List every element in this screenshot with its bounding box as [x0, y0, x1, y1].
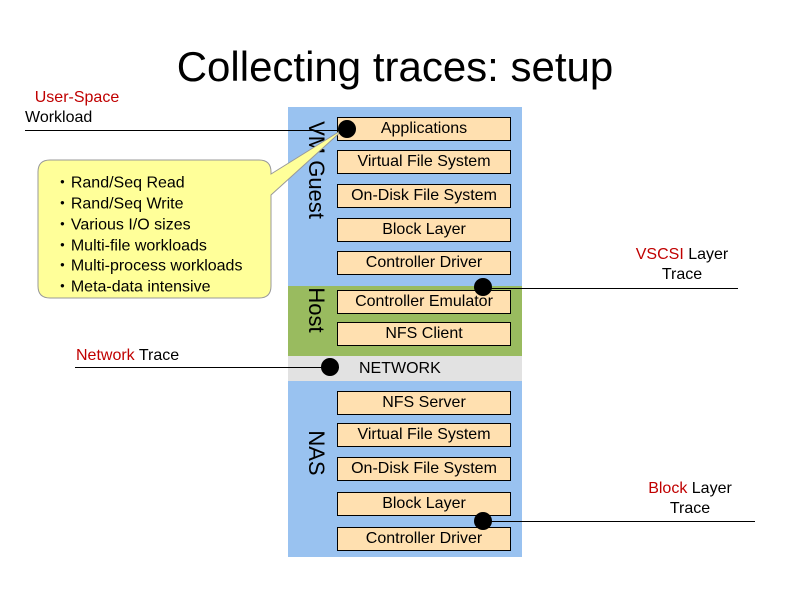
- page-title: Collecting traces: setup: [176, 43, 614, 90]
- network-trace-point: [321, 358, 339, 376]
- layer-controller-emulator: Controller Emulator: [337, 290, 511, 314]
- layer-nas-ondisk-fs: On-Disk File System: [337, 457, 511, 481]
- layer-nfs-server: NFS Server: [337, 391, 511, 415]
- layer-nas-block: Block Layer: [337, 492, 511, 516]
- layer-guest-ondisk-fs: On-Disk File System: [337, 184, 511, 208]
- block-trace-label: Block Layer Trace: [630, 479, 750, 519]
- user-space-trace-line: [25, 130, 345, 131]
- network-highlight: Network: [76, 347, 135, 364]
- workload-item: Meta-data intensive: [60, 277, 242, 298]
- user-space-trace-label: User-Space Workload: [22, 88, 132, 128]
- vscsi-trace-line: [483, 288, 738, 289]
- network-trace-line: [75, 367, 339, 368]
- layer-nas-controller-driver: Controller Driver: [337, 527, 511, 551]
- vscsi-rest: Layer: [683, 246, 729, 263]
- network-label: NETWORK: [359, 360, 441, 377]
- layer-guest-vfs: Virtual File System: [337, 150, 511, 174]
- block-trace-word: Trace: [669, 500, 711, 517]
- block-rest: Layer: [687, 480, 732, 497]
- layer-applications: Applications: [337, 117, 511, 141]
- block-trace-line: [483, 521, 755, 522]
- user-space-rest: Workload: [25, 109, 93, 126]
- layer-guest-controller-driver: Controller Driver: [337, 251, 511, 275]
- vscsi-trace-point: [474, 278, 492, 296]
- user-space-highlight: User-Space: [34, 89, 120, 106]
- layer-guest-block: Block Layer: [337, 218, 511, 242]
- vscsi-trace-label: VSCSI Layer Trace: [622, 245, 742, 285]
- workload-list: Rand/Seq Read Rand/Seq Write Various I/O…: [60, 173, 243, 298]
- workload-item: Rand/Seq Write: [60, 194, 242, 215]
- user-space-trace-point: [338, 120, 356, 138]
- network-trace-label: Network Trace: [76, 346, 179, 366]
- block-trace-point: [474, 512, 492, 530]
- workload-item: Multi-process workloads: [60, 256, 243, 277]
- vscsi-trace-word: Trace: [661, 266, 703, 283]
- layer-nas-vfs: Virtual File System: [337, 423, 511, 447]
- workload-item: Various I/O sizes: [60, 215, 242, 236]
- workload-item: Rand/Seq Read: [60, 173, 242, 194]
- block-highlight: Block: [648, 480, 688, 497]
- layer-nfs-client: NFS Client: [337, 322, 511, 346]
- workload-item: Multi-file workloads: [60, 236, 242, 257]
- vscsi-highlight: VSCSI: [635, 246, 684, 263]
- network-rest: Trace: [134, 347, 180, 364]
